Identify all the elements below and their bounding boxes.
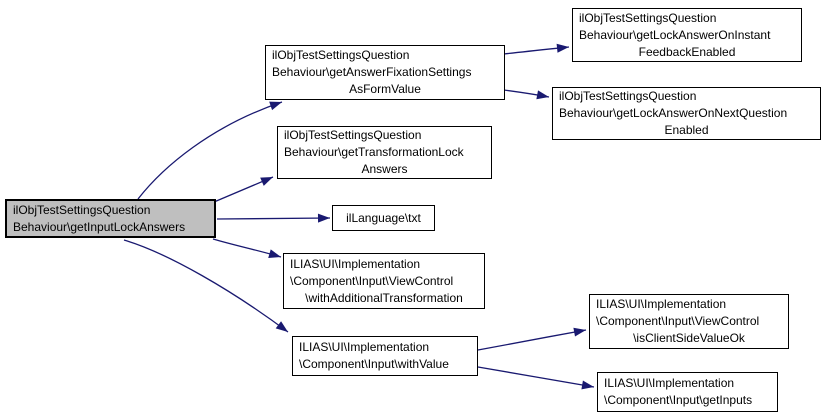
- node-label-line: Enabled: [664, 123, 709, 137]
- node-label-line: Behaviour\getInputLockAnswers: [13, 219, 186, 234]
- node-label-line: ILIAS\UI\Implementation: [299, 340, 430, 354]
- node-label-line: ilLanguage\txt: [346, 210, 421, 225]
- node-getAnswerFixationSettingsAsFormValue[interactable]: ilObjTestSettingsQuestion Behaviour\getA…: [265, 45, 505, 100]
- node-label-line: ILIAS\UI\Implementation: [604, 376, 735, 390]
- node-getTransformationLockAnswers[interactable]: ilObjTestSettingsQuestion Behaviour\getT…: [277, 126, 492, 179]
- node-isClientSideValueOk[interactable]: ILIAS\UI\Implementation \Component\Input…: [589, 294, 789, 349]
- edge-getInputLockAnswers-to-getTransformationLockAnswers: [213, 176, 274, 203]
- node-label-line: ilObjTestSettingsQuestion: [13, 202, 151, 217]
- node-label-line: Behaviour\getAnswerFixationSettings: [272, 65, 472, 79]
- node-label-line: ILIAS\UI\Implementation: [290, 256, 421, 271]
- node-getLockAnswerOnInstantFeedbackEnabled[interactable]: ilObjTestSettingsQuestion Behaviour\getL…: [572, 8, 802, 62]
- node-label-line: Behaviour\getLockAnswerOnNextQuestion: [559, 106, 788, 120]
- node-label-line: FeedbackEnabled: [638, 44, 736, 59]
- node-label-line: \isClientSideValueOk: [633, 331, 745, 345]
- node-label-line: \Component\Input\getInputs: [604, 393, 753, 407]
- node-label-line: ILIAS\UI\Implementation: [596, 297, 727, 311]
- edge-getAnswerFixationSettingsAsFormValue-to-getLockAnswerOnInstantFeedbackEnabled: [503, 43, 570, 55]
- edge-getInputLockAnswers-to-ilLanguage_txt: [216, 213, 331, 223]
- node-label-line: \Component\Input\withValue: [299, 357, 449, 371]
- node-label-line: ilObjTestSettingsQuestion: [579, 10, 717, 25]
- node-label-line: \Component\Input\ViewControl: [596, 314, 760, 328]
- edge-getAnswerFixationSettingsAsFormValue-to-getLockAnswerOnNextQuestionEnabled: [503, 89, 550, 100]
- edge-withValue-to-getInputs: [477, 366, 595, 390]
- node-withAdditionalTransformation[interactable]: ILIAS\UI\Implementation \Component\Input…: [283, 253, 485, 309]
- edge-getInputLockAnswers-to-withAdditionalTransformation: [212, 238, 282, 258]
- node-label-line: \withAdditionalTransformation: [305, 290, 463, 305]
- node-label-line: \Component\Input\ViewControl: [290, 273, 454, 288]
- node-label-line: Answers: [361, 162, 408, 176]
- node-getLockAnswerOnNextQuestionEnabled[interactable]: ilObjTestSettingsQuestion Behaviour\getL…: [552, 87, 821, 140]
- node-ilLanguage-txt[interactable]: ilLanguage\txt: [332, 205, 435, 231]
- node-getInputLockAnswers[interactable]: ilObjTestSettingsQuestion Behaviour\getI…: [5, 199, 216, 238]
- node-withValue[interactable]: ILIAS\UI\Implementation \Component\Input…: [292, 336, 478, 376]
- node-label-line: ilObjTestSettingsQuestion: [284, 128, 422, 142]
- edge-getInputLockAnswers-to-getAnswerFixationSettingsAsFormValue: [137, 101, 283, 200]
- node-getInputs[interactable]: ILIAS\UI\Implementation \Component\Input…: [597, 372, 778, 412]
- node-label-line: AsFormValue: [349, 82, 421, 96]
- edge-getInputLockAnswers-to-withValue: [123, 239, 289, 333]
- node-label-line: ilObjTestSettingsQuestion: [559, 89, 697, 103]
- node-label-line: Behaviour\getLockAnswerOnInstant: [579, 27, 771, 42]
- node-label-line: Behaviour\getTransformationLock: [284, 145, 464, 159]
- edge-withValue-to-isClientSideValueOk: [477, 327, 587, 351]
- node-label-line: ilObjTestSettingsQuestion: [272, 48, 410, 62]
